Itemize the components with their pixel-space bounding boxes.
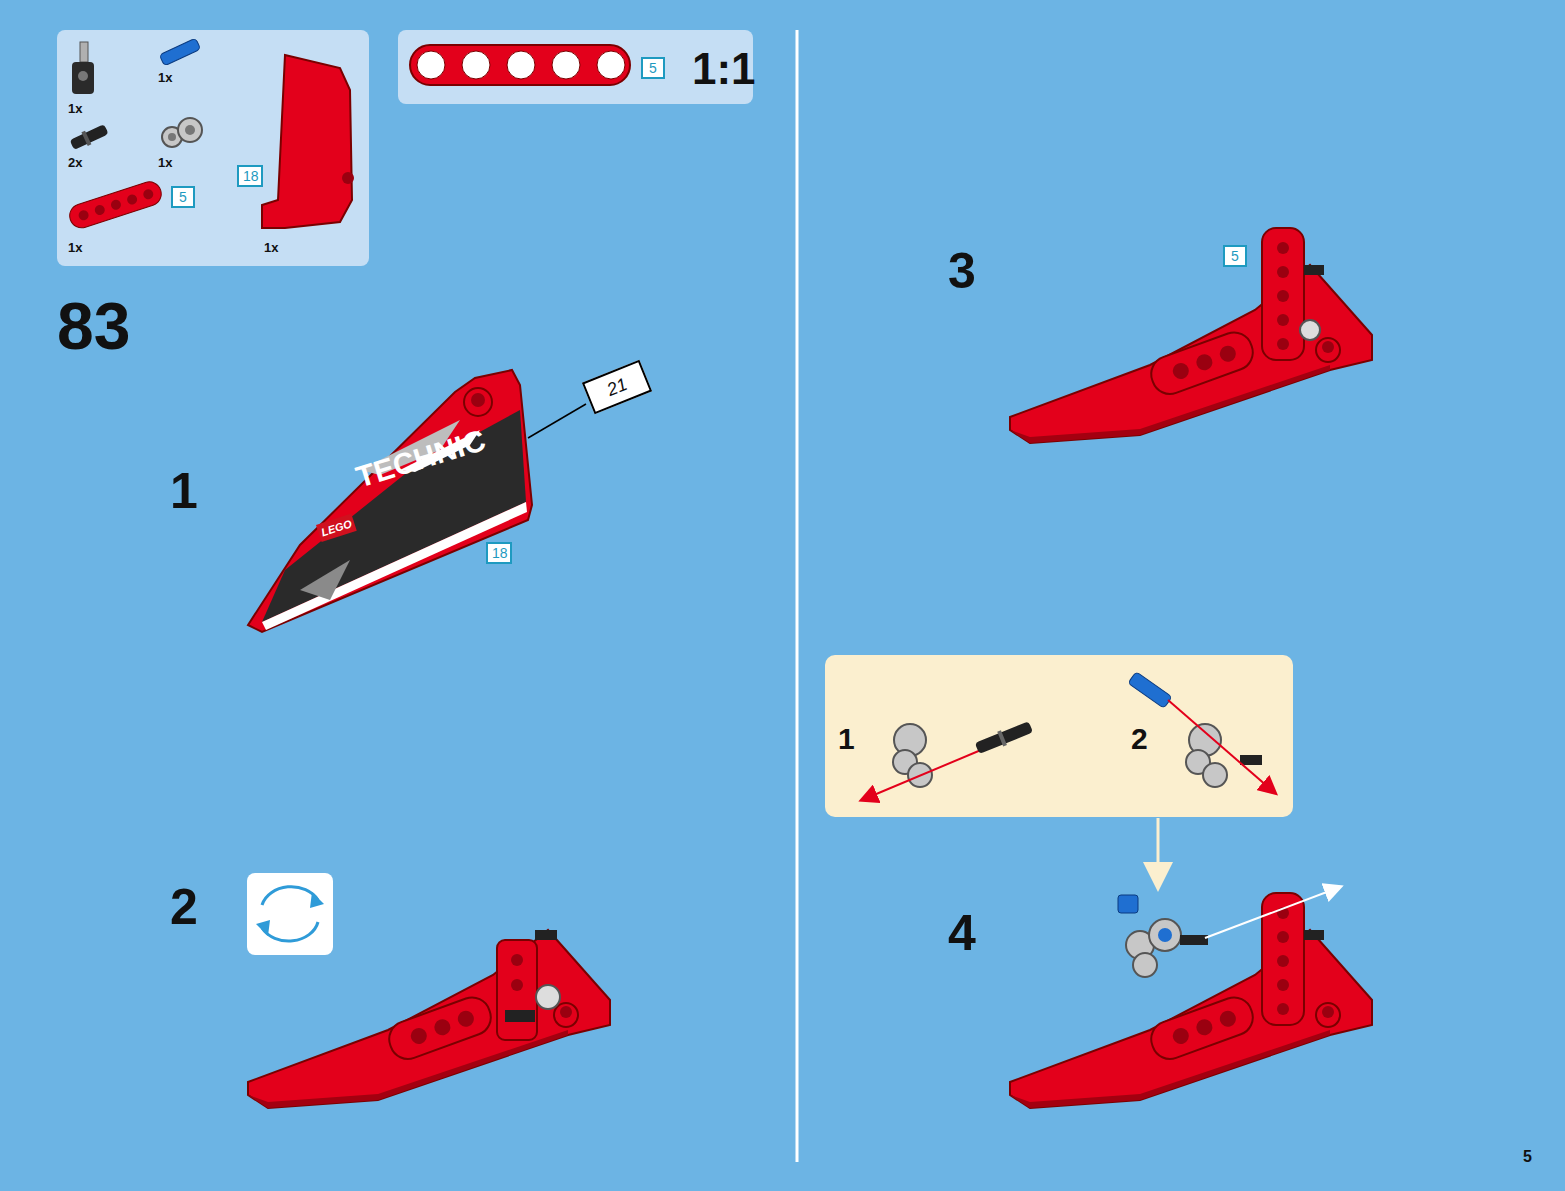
callout-number: 5 <box>1229 249 1241 263</box>
part-quantity: 1x <box>68 240 82 255</box>
callout-number: 5 <box>177 190 189 204</box>
step-group-number: 83 <box>57 288 130 364</box>
scale-label: 1:1 <box>692 44 756 94</box>
step-number: 3 <box>948 242 976 300</box>
step-number: 2 <box>170 878 198 936</box>
part-quantity: 1x <box>68 101 82 116</box>
step-number: 1 <box>170 462 198 520</box>
sticker-callout: 21 <box>582 360 652 415</box>
part-quantity: 1x <box>158 70 172 85</box>
part-number-callout: 18 <box>237 165 263 187</box>
subassembly-callout: 12 <box>825 655 1293 817</box>
part-quantity: 2x <box>68 155 82 170</box>
part-quantity: 1x <box>158 155 172 170</box>
sticker-number: 21 <box>604 374 630 401</box>
part-quantity: 1x <box>264 240 278 255</box>
length-callout: 5 <box>641 57 665 79</box>
step-number: 4 <box>948 904 976 962</box>
scale-panel: 1:1 5 <box>398 30 753 104</box>
callout-number: 18 <box>243 169 257 183</box>
substep-number: 1 <box>838 722 855 756</box>
callout-number: 5 <box>647 61 659 75</box>
callout-number: 18 <box>492 546 506 560</box>
parts-list-panel: 1x 1x 2x 1x 1x 1x 5 18 <box>57 30 369 266</box>
part-number-callout: 18 <box>486 542 512 564</box>
length-callout: 5 <box>1223 245 1247 267</box>
substep-number: 2 <box>1131 722 1148 756</box>
page-number: 5 <box>1523 1148 1532 1166</box>
length-callout: 5 <box>171 186 195 208</box>
